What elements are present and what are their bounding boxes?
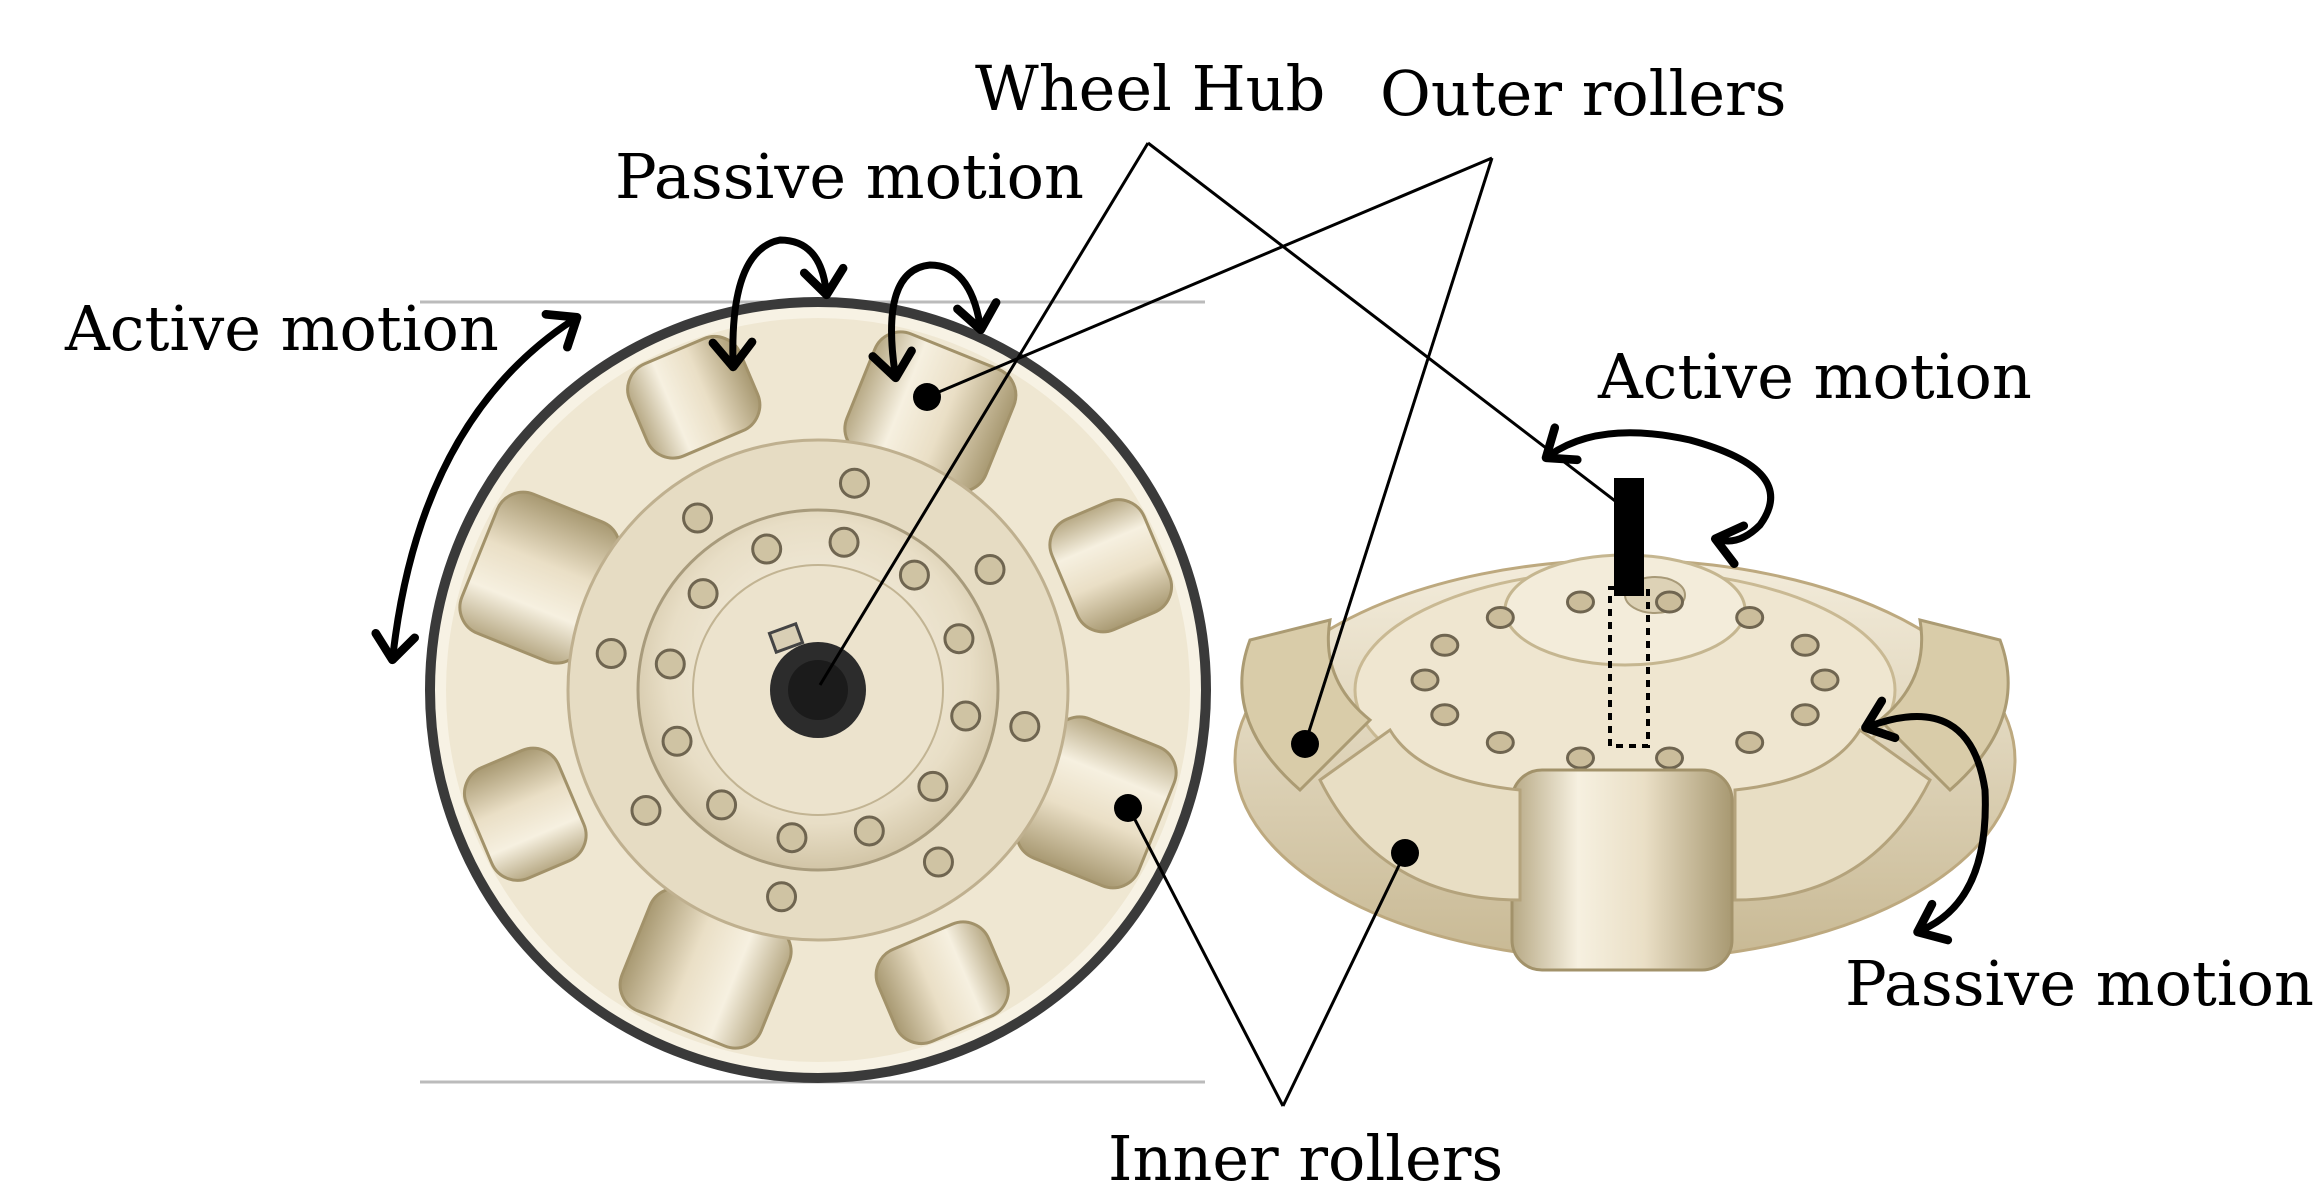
hub-bolts [595,467,1041,913]
bolt [853,815,885,847]
bolt [917,770,949,802]
passive-motion-arrow-front-2 [868,261,1001,383]
label-wheel-hub: Wheel Hub [975,52,1325,125]
bolt [1009,710,1041,742]
bolt [1790,633,1820,657]
inner-roller-marker-side [1391,839,1419,867]
label-passive-motion-side: Passive motion [1845,947,2314,1020]
label-inner-rollers: Inner rollers [1108,1122,1503,1195]
bolt [776,822,808,854]
bolt [1655,746,1685,770]
side-hub-bolts [1410,590,1840,770]
front-roller [874,920,1010,1045]
passive-motion-arrow-side [1861,696,1989,945]
axle-hidden-outline [1608,586,1650,748]
axle-shaft [1614,478,1644,596]
front-wheel [425,297,1211,1083]
bolt [751,533,783,565]
label-passive-motion-front: Passive motion [615,140,1084,213]
bolt [1430,633,1460,657]
bolt [595,638,627,670]
bolt [828,526,860,558]
bolt [1565,590,1595,614]
outer-roller-marker-side [1291,730,1319,758]
bolt [922,846,954,878]
bolt [654,648,686,680]
bolt [630,794,662,826]
bolt [974,554,1006,586]
passive-motion-arrow-front-1 [708,236,848,372]
bolt [706,789,738,821]
bolt [838,467,870,499]
bolt [1810,668,1840,692]
side-outer-roller-left [1318,727,1522,902]
bolt [766,881,798,913]
active-motion-arrow-front [371,310,582,665]
bolt [1735,731,1765,755]
bolt [898,559,930,591]
bolt [950,700,982,732]
bolt [1735,605,1765,629]
bolt [1790,703,1820,727]
bolt [1410,668,1440,692]
front-roller [1048,498,1173,634]
outer-roller-marker-front [913,383,941,411]
bolt [661,725,693,757]
bolt [687,578,719,610]
label-outer-rollers: Outer rollers [1380,57,1786,130]
active-motion-arrow-side [1541,423,1774,569]
bolt [943,623,975,655]
side-inner-roller [1510,768,1734,972]
bolt [1430,703,1460,727]
inner-roller-marker-front [1114,794,1142,822]
label-active-motion-side: Active motion [1597,340,2032,413]
bolt [1485,605,1515,629]
bolt [1485,731,1515,755]
front-roller [463,746,588,882]
bolt [1655,590,1685,614]
bolt [1565,746,1595,770]
side-wheel [1233,478,2017,972]
label-active-motion-front: Active motion [64,292,499,365]
bolt [682,502,714,534]
side-roller-far-left [1240,617,1373,793]
